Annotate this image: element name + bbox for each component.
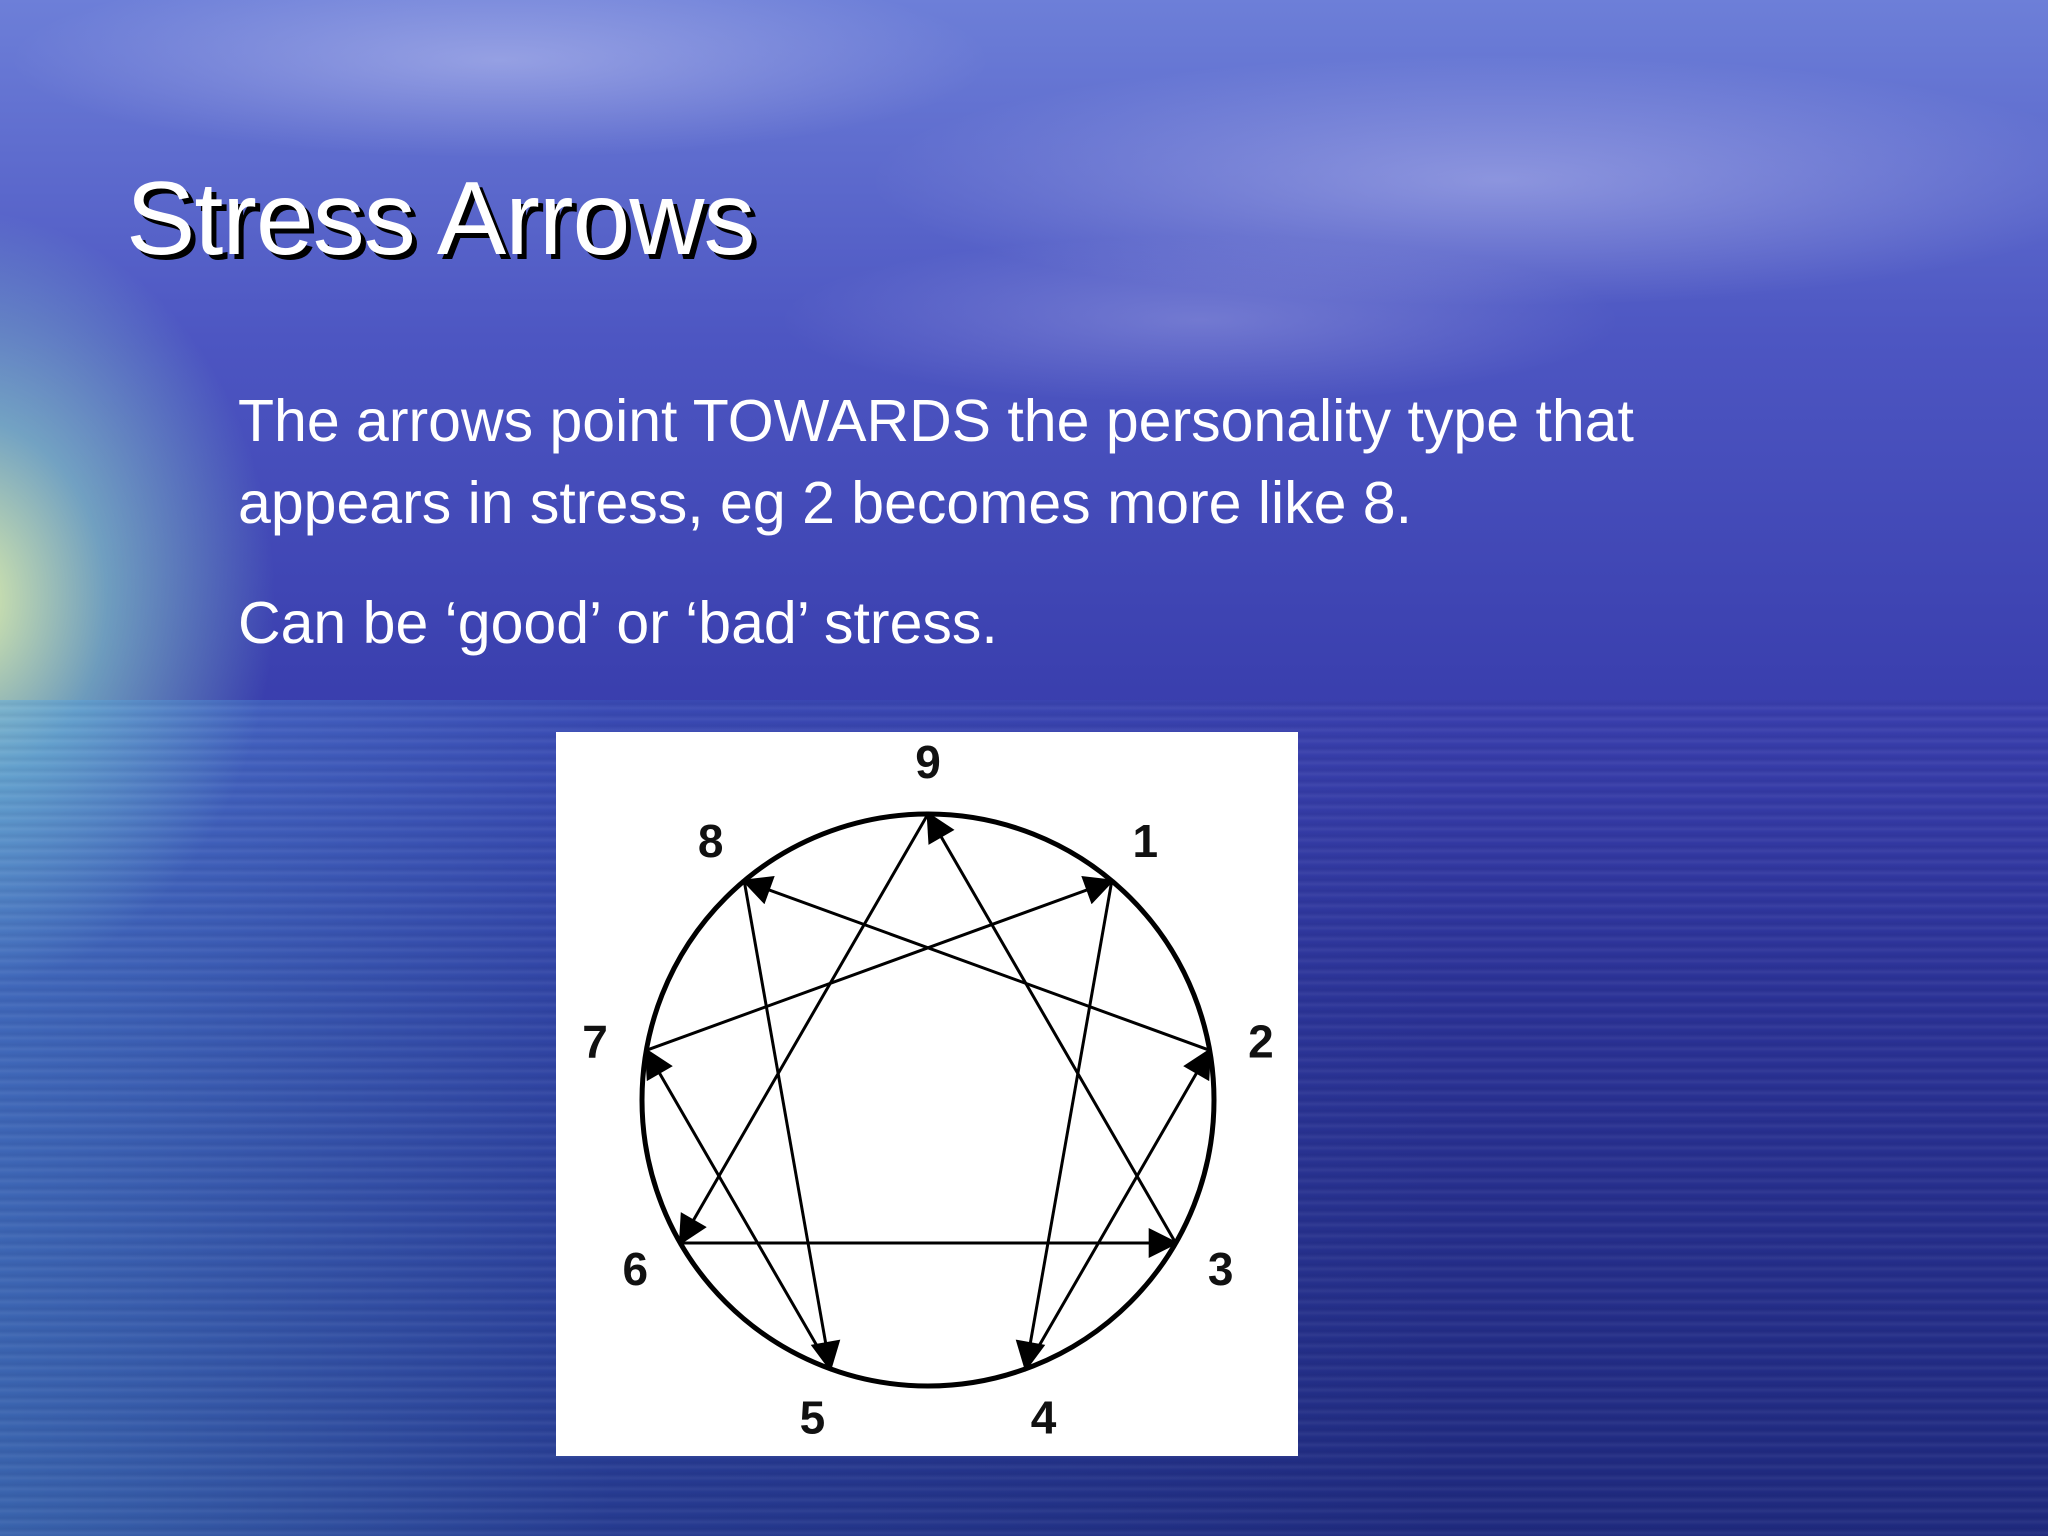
point-label-2: 2 bbox=[1248, 1015, 1274, 1067]
slide-body: The arrows point TOWARDS the personality… bbox=[238, 380, 1838, 702]
arrow-7-to-1 bbox=[645, 876, 1115, 1052]
enneagram-svg: 9 1 2 3 4 5 6 7 8 bbox=[582, 736, 1274, 1444]
point-label-3: 3 bbox=[1208, 1243, 1234, 1295]
arrow-8-to-5 bbox=[742, 880, 841, 1372]
body-paragraph-2: Can be ‘good’ or ‘bad’ stress. bbox=[238, 590, 998, 656]
point-label-6: 6 bbox=[623, 1243, 649, 1295]
arrow-2-to-8 bbox=[741, 876, 1211, 1052]
body-paragraph-1: The arrows point TOWARDS the personality… bbox=[238, 388, 1634, 536]
point-label-8: 8 bbox=[698, 815, 724, 867]
enneagram-circle bbox=[639, 811, 1217, 1389]
arrow-9-to-6 bbox=[678, 813, 930, 1246]
point-label-7: 7 bbox=[582, 1015, 608, 1067]
slide-title: Stress Arrows bbox=[126, 161, 755, 277]
point-label-5: 5 bbox=[800, 1392, 826, 1444]
arrow-3-to-9 bbox=[926, 811, 1177, 1244]
arrow-4-to-2 bbox=[1024, 1047, 1212, 1370]
point-label-4: 4 bbox=[1031, 1392, 1057, 1444]
arrow-5-to-7 bbox=[644, 1047, 832, 1370]
point-label-9: 9 bbox=[915, 736, 941, 788]
point-label-1: 1 bbox=[1133, 815, 1159, 867]
arrow-1-to-4 bbox=[1015, 880, 1114, 1372]
enneagram-diagram: 9 1 2 3 4 5 6 7 8 bbox=[556, 732, 1298, 1456]
